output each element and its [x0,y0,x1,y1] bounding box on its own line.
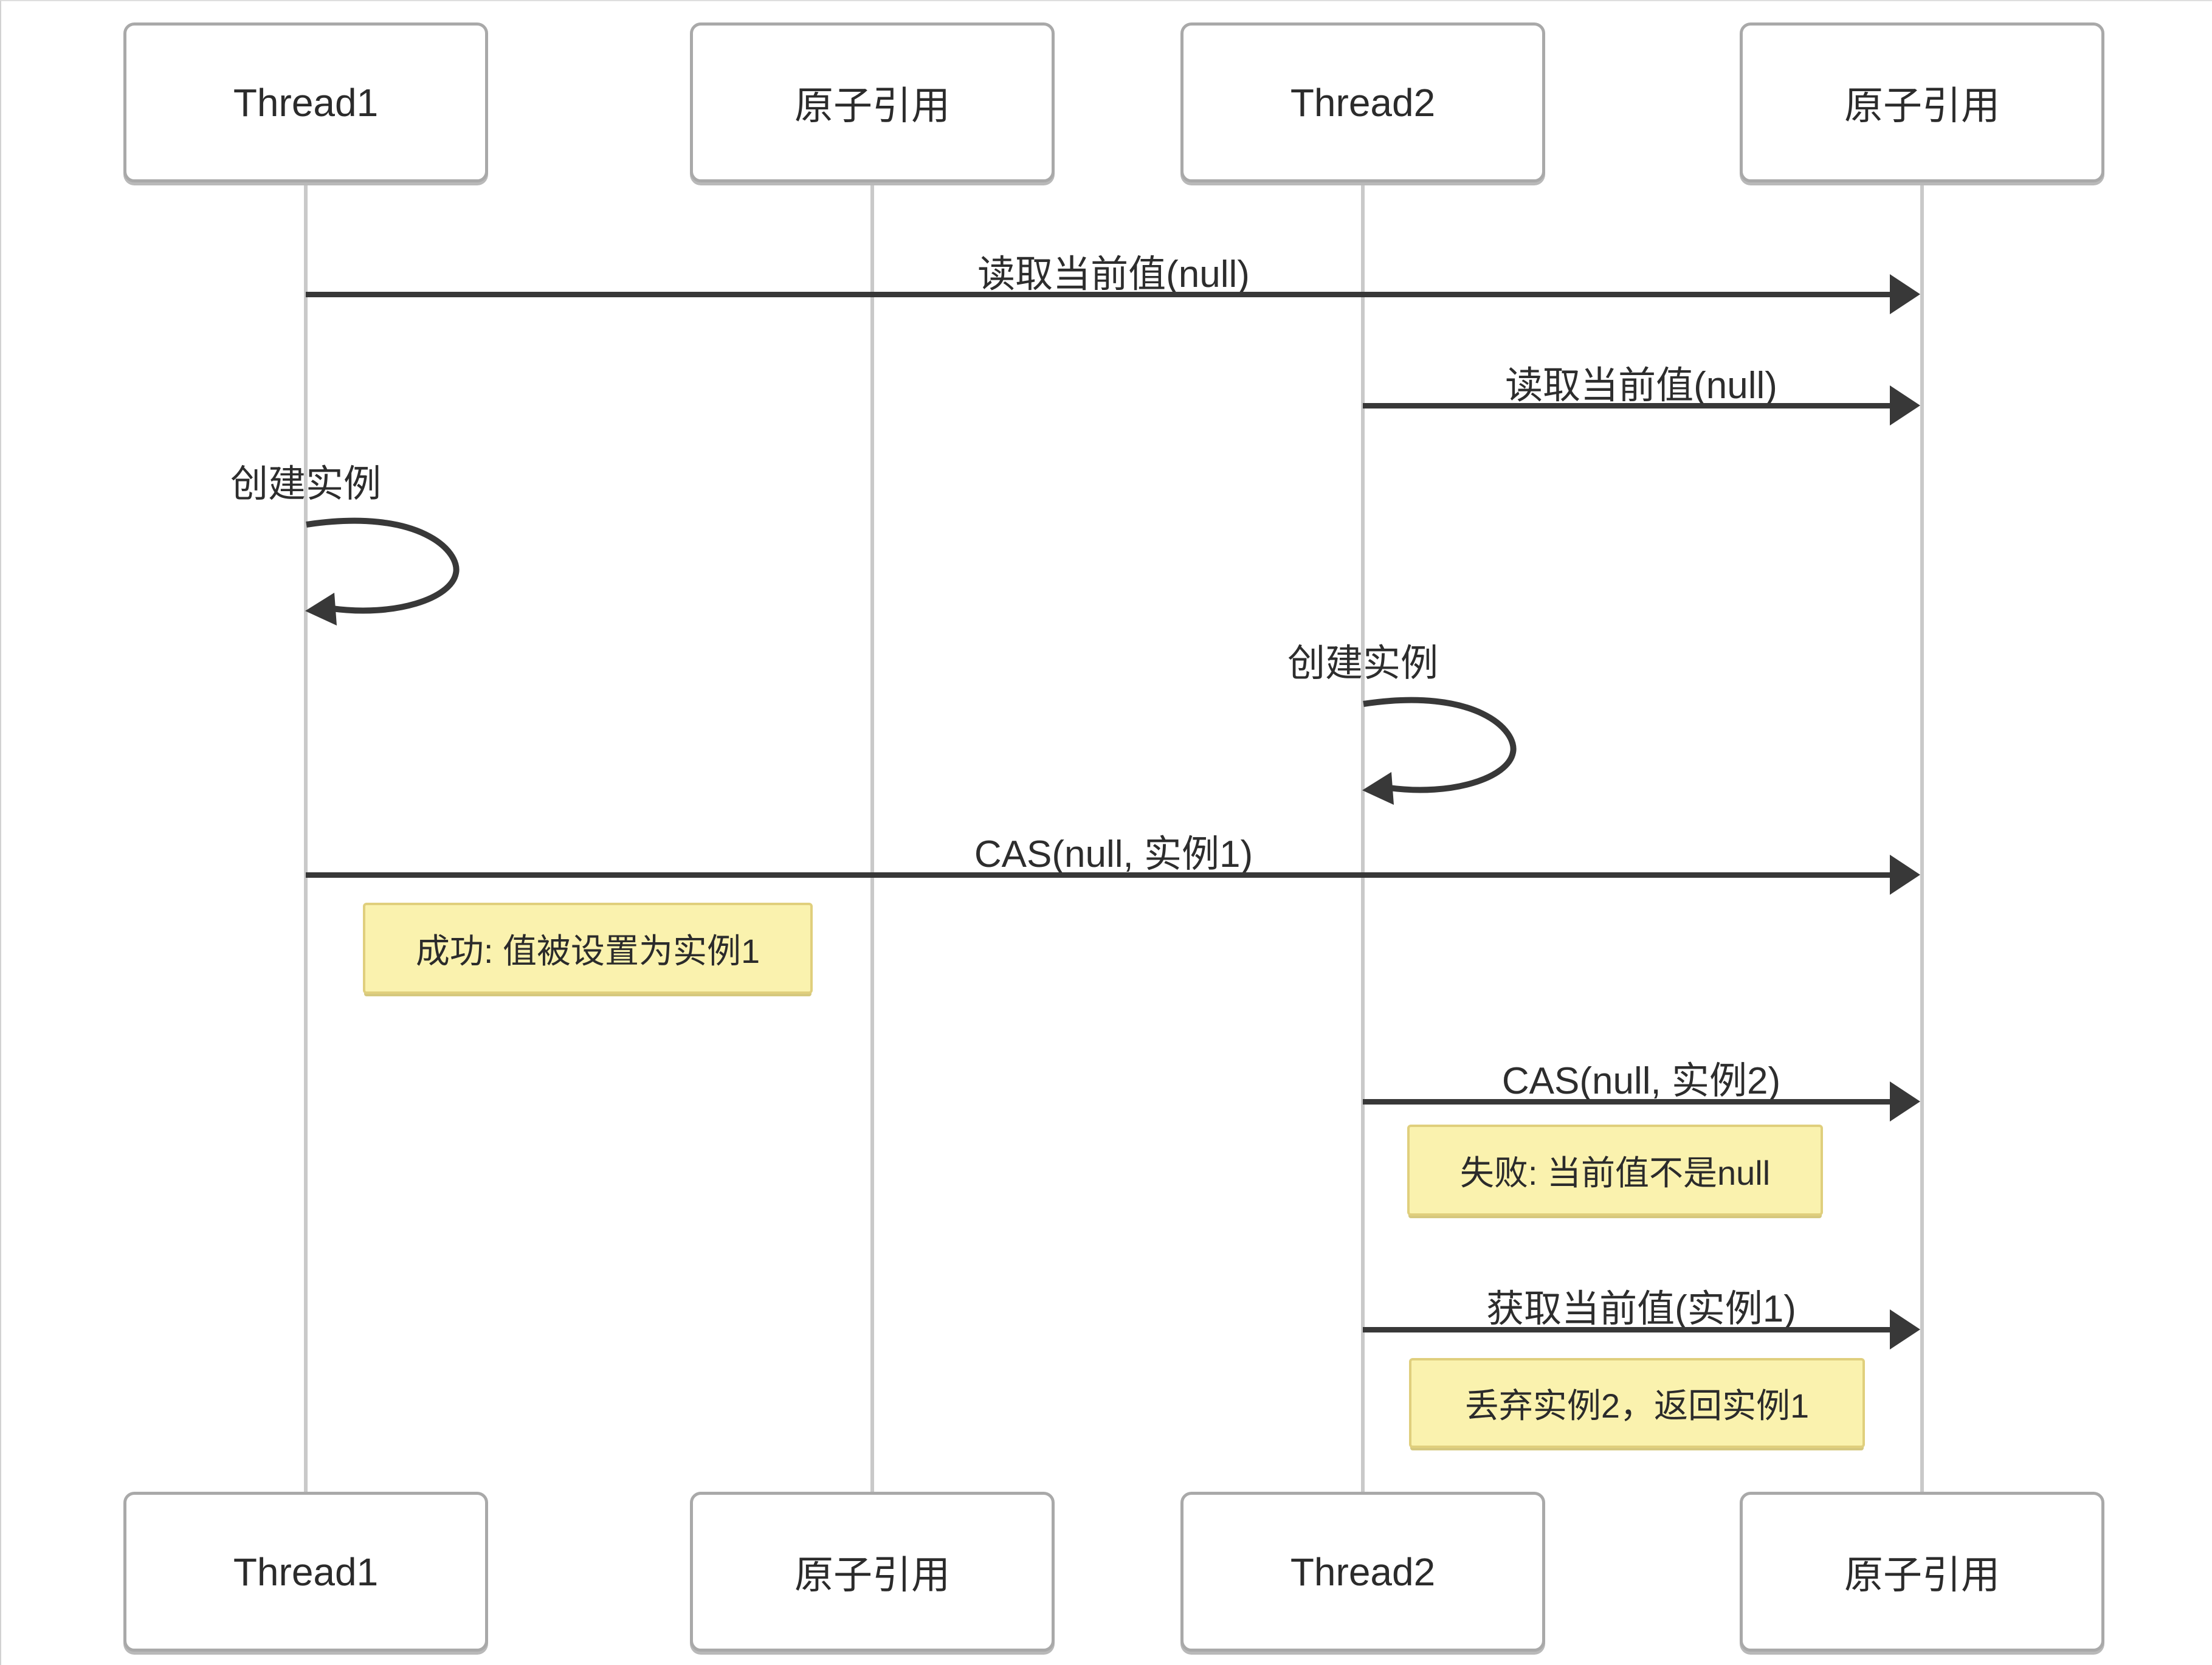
lifeline-atomic-ref-1 [870,181,874,1493]
lifeline-thread1 [304,181,308,1493]
lifeline-thread2 [1361,181,1365,1493]
note-text: 丢弃实例2，返回实例1 [1464,1386,1810,1425]
actor-top-thread1: Thread1 [123,22,488,182]
actor-label: Thread2 [1290,1550,1436,1594]
actor-bottom-thread2: Thread2 [1180,1492,1545,1652]
actor-label: Thread1 [233,80,379,125]
arrowhead-icon [1890,274,1920,314]
note-failure: 失败: 当前值不是null [1407,1125,1823,1216]
message-label: CAS(null, 实例2) [1501,1060,1781,1102]
message-label: CAS(null, 实例1) [974,833,1253,875]
actor-label: 原子引用 [1844,1553,2000,1597]
note-discard: 丢弃实例2，返回实例1 [1409,1358,1865,1448]
actor-top-thread2: Thread2 [1180,22,1545,182]
self-message-label: 创建实例 [1287,643,1439,684]
actor-bottom-thread1: Thread1 [123,1492,488,1652]
message-arrow-line [1363,1327,1896,1332]
message-arrow-line [306,872,1896,878]
message-label: 读取当前值(null) [1505,365,1777,407]
self-loop-arrow [1362,697,1517,805]
self-loop-arrow [305,517,460,626]
actor-label: 原子引用 [794,83,950,128]
actor-bottom-atomic-ref-2: 原子引用 [1740,1492,2104,1652]
message-arrow-line [1363,1099,1896,1105]
note-text: 失败: 当前值不是null [1459,1153,1771,1192]
message-arrow-line [306,292,1896,297]
lifeline-atomic-ref-2 [1920,181,1924,1493]
note-success: 成功: 值被设置为实例1 [363,903,813,994]
message-arrow-line [1363,403,1896,408]
actor-label: Thread1 [233,1550,379,1594]
arrowhead-icon [1890,855,1920,895]
arrowhead-icon [1890,1309,1920,1350]
actor-bottom-atomic-ref-1: 原子引用 [690,1492,1055,1652]
message-label: 获取当前值(实例1) [1486,1288,1796,1330]
message-label: 读取当前值(null) [977,253,1250,295]
note-text: 成功: 值被设置为实例1 [415,931,760,970]
actor-top-atomic-ref-2: 原子引用 [1740,22,2104,182]
self-message-label: 创建实例 [230,463,382,505]
actor-label: Thread2 [1290,80,1436,125]
actor-label: 原子引用 [1844,83,2000,128]
actor-label: 原子引用 [794,1553,950,1597]
arrowhead-icon [1890,1081,1920,1122]
arrowhead-icon [1890,385,1920,426]
actor-top-atomic-ref-1: 原子引用 [690,22,1055,182]
